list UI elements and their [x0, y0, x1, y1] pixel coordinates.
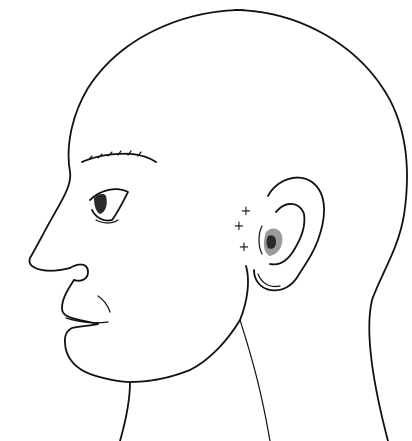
mouth-chin-jaw-outline: [62, 266, 248, 382]
ear-helix: [254, 178, 324, 291]
eye-iris: [94, 194, 107, 214]
eyebrow-hair-strokes: [88, 151, 141, 160]
marker-lower: +: [239, 240, 250, 255]
marker-middle: +: [234, 219, 245, 234]
face-forehead-nose-outline: [30, 10, 239, 271]
marker-upper: +: [241, 204, 252, 219]
ear-tragus: [259, 226, 262, 254]
eyebrow: [82, 154, 156, 162]
neck-side-line: [240, 320, 270, 441]
neck-front-outline: [120, 382, 130, 441]
earlobe: [258, 274, 280, 287]
ear-canal: [267, 235, 277, 249]
nostril: [70, 265, 88, 281]
cheek-crease: [98, 296, 110, 312]
